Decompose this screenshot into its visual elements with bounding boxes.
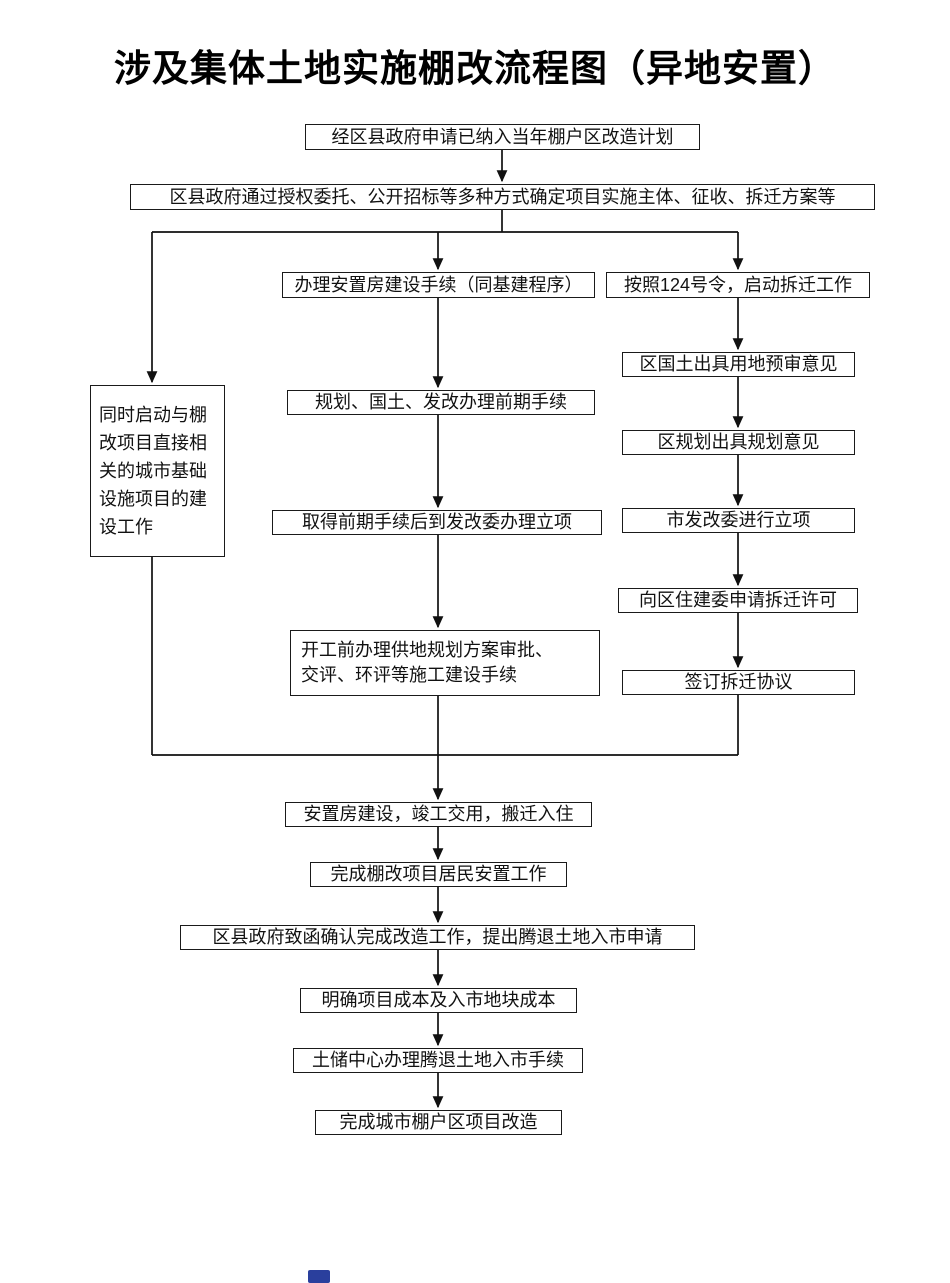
node-move-in: 安置房建设，竣工交用，搬迁入住 [285,802,592,827]
node-land-preview: 区国土出具用地预审意见 [622,352,855,377]
node-preliminary-procedures: 规划、国土、发改办理前期手续 [287,390,595,415]
node-planning-opinion: 区规划出具规划意见 [622,430,855,455]
node-infrastructure: 同时启动与棚改项目直接相关的城市基础设施项目的建设工作 [90,385,225,557]
page-title: 涉及集体土地实施棚改流程图（异地安置） [114,48,836,89]
node-project-approval-mid: 取得前期手续后到发改委办理立项 [272,510,602,535]
node-demolition-start: 按照124号令，启动拆迁工作 [606,272,870,298]
node-land-market-procedures: 土储中心办理腾退土地入市手续 [293,1048,583,1073]
node-clarify-cost: 明确项目成本及入市地块成本 [300,988,577,1013]
watermark-fragment [308,1270,330,1283]
node-demolition-permit: 向区住建委申请拆迁许可 [618,588,858,613]
node-confirm-completion: 区县政府致函确认完成改造工作，提出腾退土地入市申请 [180,925,695,950]
node-complete-renovation: 完成城市棚户区项目改造 [315,1110,562,1135]
node-resettlement-procedures: 办理安置房建设手续（同基建程序） [282,272,595,298]
node-demolition-agreement: 签订拆迁协议 [622,670,855,695]
node-determine-subject: 区县政府通过授权委托、公开招标等多种方式确定项目实施主体、征收、拆迁方案等 [130,184,875,210]
node-ndrc-approval: 市发改委进行立项 [622,508,855,533]
node-complete-resettlement: 完成棚改项目居民安置工作 [310,862,567,887]
node-apply-plan: 经区县政府申请已纳入当年棚户区改造计划 [305,124,700,150]
node-pre-construction: 开工前办理供地规划方案审批、 交评、环评等施工建设手续 [290,630,600,696]
